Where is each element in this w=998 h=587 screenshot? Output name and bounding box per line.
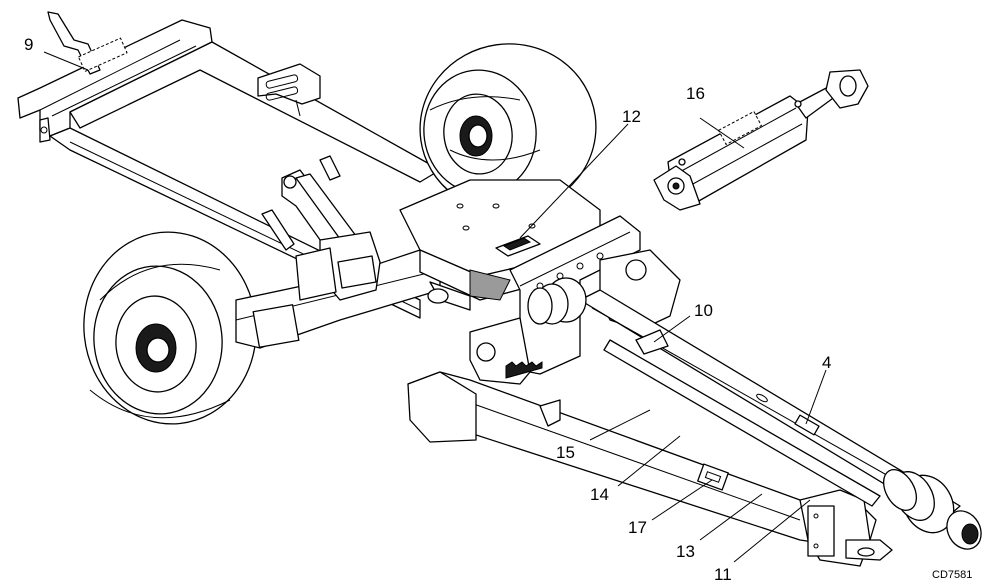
callout-4: 4 [822,353,831,372]
callout-11: 11 [714,565,732,584]
callout-13: 13 [676,542,695,561]
callout-14: 14 [590,485,609,504]
callout-12: 12 [622,107,641,126]
drawing-code: CD7581 [932,569,972,581]
callout-16: 16 [686,84,705,103]
rear-wheel [419,43,597,213]
callout-labels: 9 12 16 10 4 15 14 17 13 11 CD7581 [24,35,972,584]
left-wheel [83,231,257,425]
leader-lines [43,51,827,563]
callout-15: 15 [556,443,575,462]
hydraulic-cylinder [653,69,869,211]
drive-shaft [527,277,982,550]
callout-17: 17 [628,518,647,537]
tongue [407,371,893,567]
callout-10: 10 [694,301,713,320]
callout-9: 9 [24,35,33,54]
lift-arm-bracket [261,155,381,301]
